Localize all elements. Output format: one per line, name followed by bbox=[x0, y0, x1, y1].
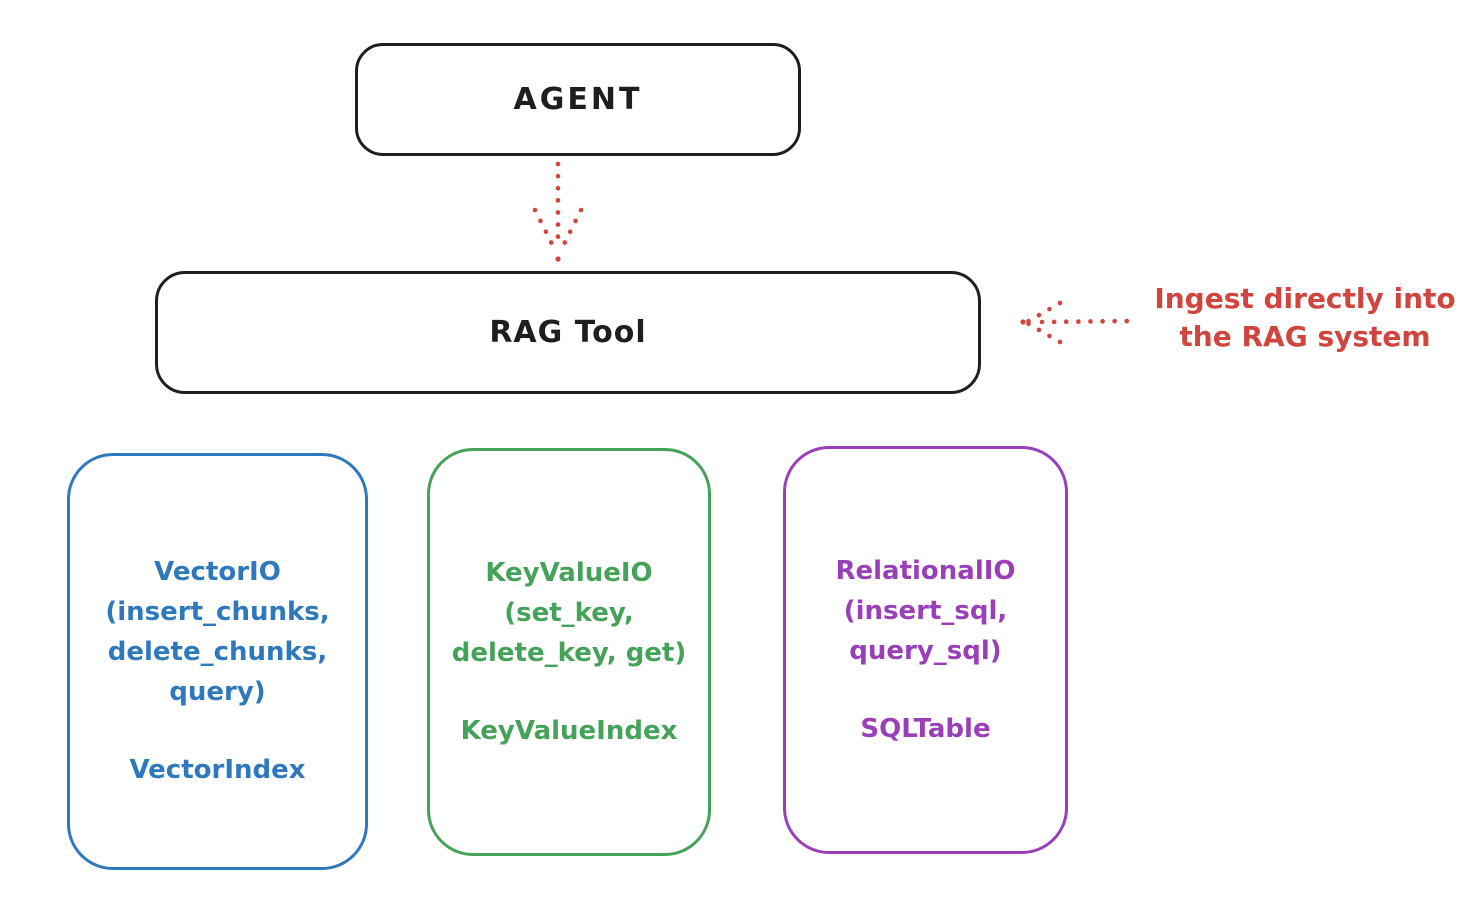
vector-io-method: delete_chunks, bbox=[107, 637, 328, 667]
arrow-left-icon bbox=[1020, 300, 1136, 345]
vector-io-method: (insert_chunks, bbox=[105, 597, 330, 627]
ingest-annotation-line1: Ingest directly into bbox=[1154, 282, 1456, 315]
ingest-annotation-line2: the RAG system bbox=[1179, 320, 1431, 353]
keyvalue-io-method: delete_key, get) bbox=[451, 638, 687, 668]
agent-label: AGENT bbox=[513, 82, 643, 117]
relational-io-method: query_sql) bbox=[849, 636, 1002, 666]
sql-table-label: SQLTable bbox=[860, 714, 991, 744]
arrow-down-icon bbox=[532, 161, 584, 262]
relational-io-title: RelationalIO bbox=[835, 556, 1016, 586]
keyvalue-io-title: KeyValueIO bbox=[485, 558, 653, 588]
vector-io-method: query) bbox=[169, 677, 266, 707]
agent-node: AGENT bbox=[355, 43, 801, 156]
vector-io-title: VectorIO bbox=[154, 557, 281, 587]
rag-tool-node: RAG Tool bbox=[155, 271, 981, 394]
keyvalue-io-method: (set_key, bbox=[504, 598, 634, 628]
vector-io-box: VectorIO (insert_chunks, delete_chunks, … bbox=[67, 453, 368, 870]
relational-io-box: RelationalIO (insert_sql, query_sql) SQL… bbox=[783, 446, 1068, 854]
relational-io-method: (insert_sql, bbox=[843, 596, 1008, 626]
rag-tool-label: RAG Tool bbox=[489, 315, 647, 350]
keyvalue-index-label: KeyValueIndex bbox=[460, 716, 678, 746]
ingest-annotation: Ingest directly into the RAG system bbox=[1130, 280, 1480, 356]
vector-index-label: VectorIndex bbox=[129, 755, 306, 785]
keyvalue-io-box: KeyValueIO (set_key, delete_key, get) Ke… bbox=[427, 448, 711, 856]
